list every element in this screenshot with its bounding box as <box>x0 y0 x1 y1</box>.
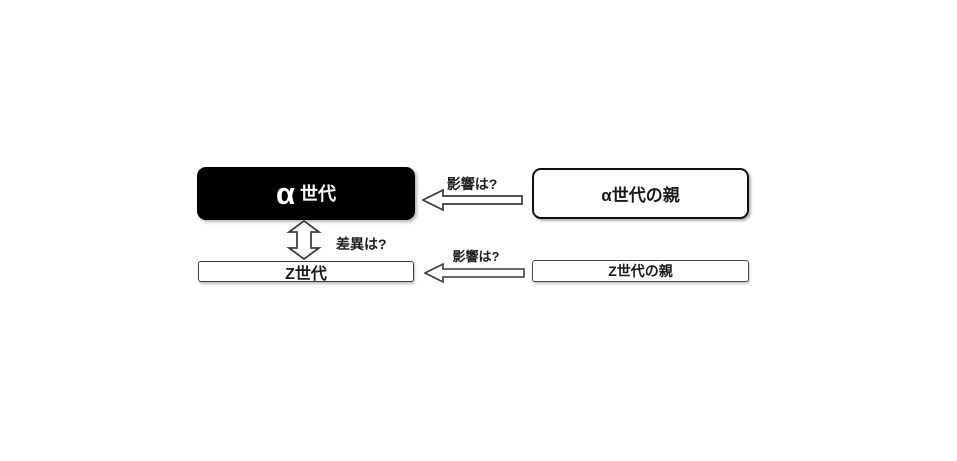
gen-z-label: Z世代 <box>285 265 327 283</box>
node-gen-alpha-parent: α世代の親 <box>532 168 749 219</box>
gen-alpha-parent-label: α世代の親 <box>601 186 680 205</box>
influence-label-bottom: 影響は? <box>452 249 500 264</box>
gen-z-parent-label: Z世代の親 <box>608 263 673 279</box>
left-arrow-icon <box>421 187 524 218</box>
node-gen-alpha: α 世代 <box>197 167 415 220</box>
left-arrow-top-svg <box>421 188 523 212</box>
gen-alpha-symbol: α <box>275 176 296 211</box>
gen-alpha-label: 世代 <box>300 183 337 204</box>
difference-label: 差異は? <box>336 236 387 252</box>
node-gen-z-parent: Z世代の親 <box>532 260 749 282</box>
left-arrow-bottom-svg <box>423 262 525 284</box>
double-arrow-vertical-svg <box>286 219 322 261</box>
double-arrow-icon <box>286 219 322 265</box>
left-arrow-icon <box>423 262 526 289</box>
node-gen-z: Z世代 <box>198 261 414 283</box>
influence-label-top: 影響は? <box>446 176 498 192</box>
